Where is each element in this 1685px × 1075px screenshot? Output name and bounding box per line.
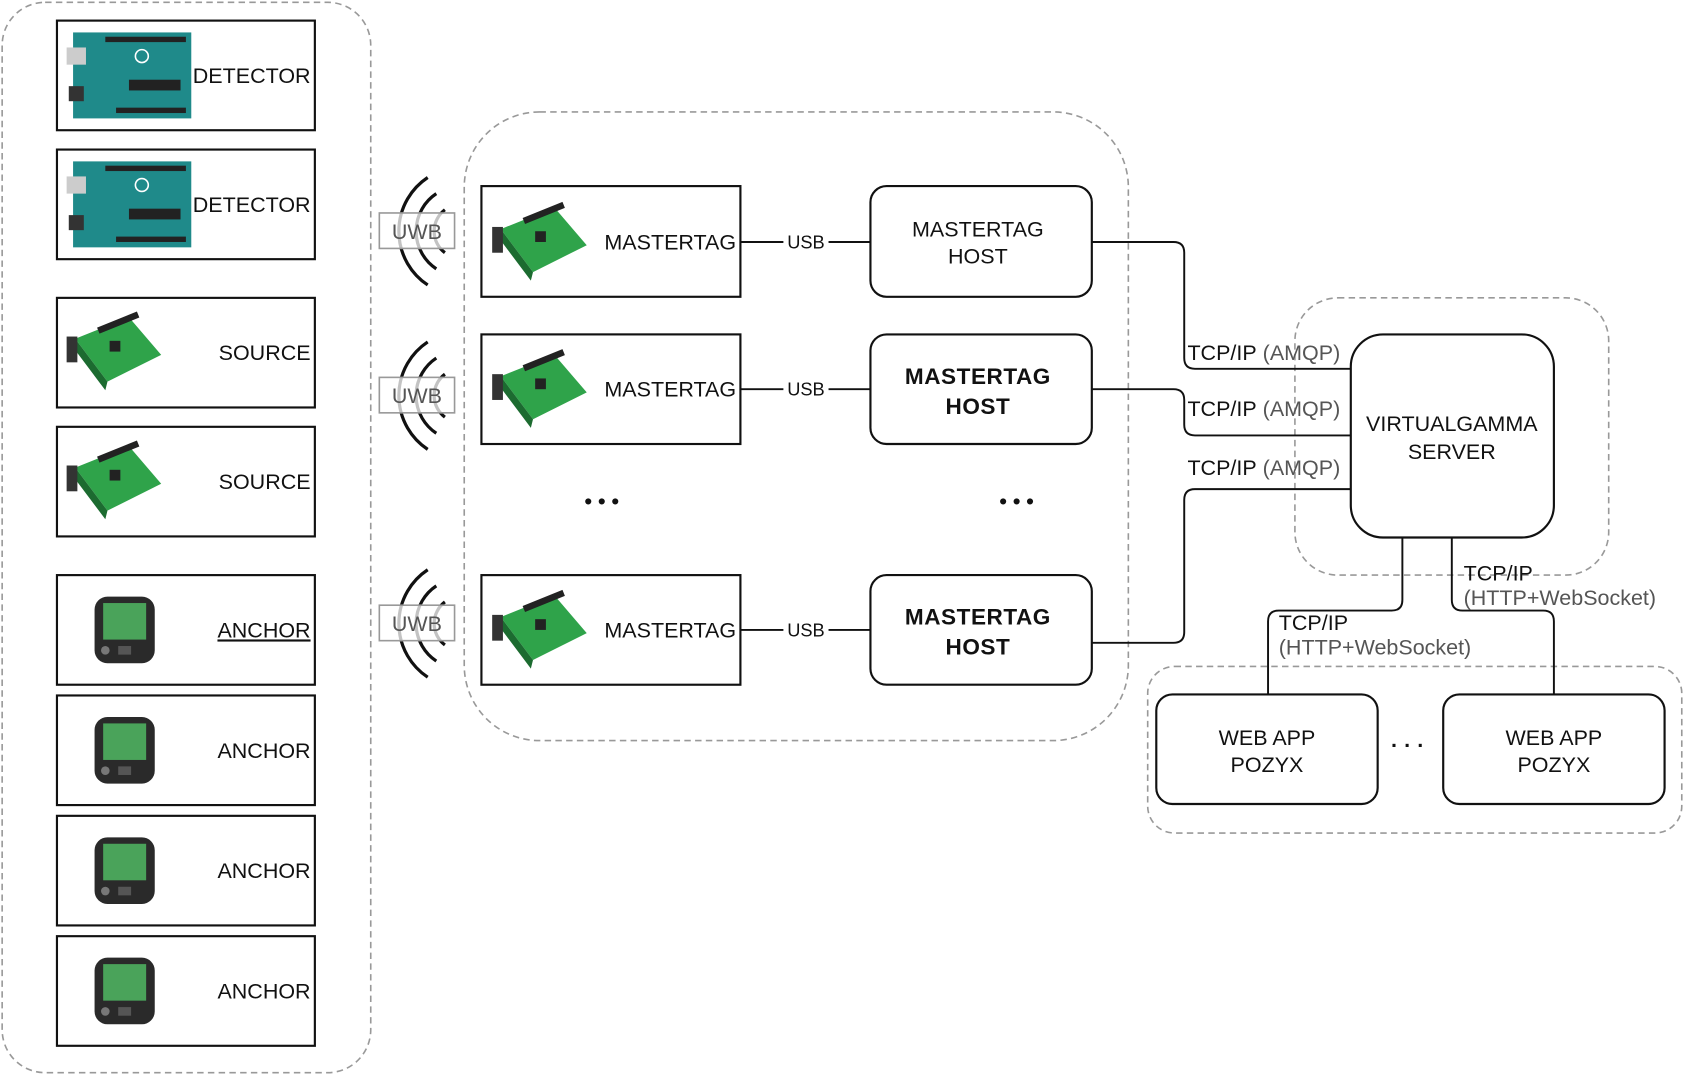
mastertag-row-0: MASTERTAG USB MASTERTAG HOST [480, 185, 1093, 298]
uwb-label: UWB [392, 612, 442, 636]
pozyx-anchor-icon [94, 596, 155, 664]
device-label: ANCHOR [217, 618, 310, 642]
host-label-line1: MASTERTAG [905, 364, 1051, 389]
mastertag-label: MASTERTAG [604, 231, 736, 255]
webapp-pozyx-box: WEB APP POZYX [1155, 693, 1379, 806]
webapp-pozyx-box: WEB APP POZYX [1442, 693, 1666, 806]
http-proto-label: TCP/IP [1279, 611, 1348, 635]
device-label: DETECTOR [193, 64, 311, 88]
http-detail-label: (HTTP+WebSocket) [1464, 586, 1656, 610]
host-label-line1: MASTERTAG [912, 218, 1044, 242]
usb-label: USB [787, 619, 825, 640]
device-box-6: ANCHOR [55, 814, 316, 927]
host-label-line2: HOST [946, 635, 1011, 660]
device-label: DETECTOR [193, 193, 311, 217]
uwb-label: UWB [392, 384, 442, 408]
mastertag-label: MASTERTAG [604, 618, 736, 642]
amqp-label: TCP/IP (AMQP) [1187, 397, 1340, 421]
uwb-link-2: UWB [378, 568, 456, 679]
ellipsis: • • • [999, 489, 1034, 513]
uwb-link-0: UWB [378, 176, 456, 287]
host-label-line1: MASTERTAG [905, 605, 1051, 630]
ellipsis: • • • [585, 489, 620, 513]
mastertag-host-box [869, 333, 1093, 446]
mastertag-label: MASTERTAG [604, 378, 736, 402]
server-label-line2: SERVER [1408, 440, 1496, 464]
device-box-4: ANCHOR [55, 574, 316, 686]
svg-text:TCP/IP (AMQP): TCP/IP (AMQP) [1187, 456, 1340, 480]
server-label-line1: VIRTUALGAMMA [1366, 412, 1538, 436]
mastertag-host-box [869, 574, 1093, 686]
arduino-board-icon [65, 31, 193, 120]
device-box-2: SOURCE [55, 296, 316, 409]
device-label: ANCHOR [217, 739, 310, 763]
device-box-3: SOURCE [55, 425, 316, 538]
webapp-label-line1: WEB APP [1506, 726, 1603, 750]
usb-label: USB [787, 231, 825, 252]
http-detail-label: (HTTP+WebSocket) [1279, 636, 1471, 660]
http-connector [1450, 537, 1555, 695]
webapp-label-line2: POZYX [1517, 753, 1590, 777]
device-label: SOURCE [219, 470, 311, 494]
amqp-label: TCP/IP (AMQP) [1187, 456, 1340, 480]
pozyx-anchor-icon [94, 957, 155, 1025]
device-box-5: ANCHOR [55, 694, 316, 807]
amqp-connector [1091, 488, 1351, 644]
webapp-group [1146, 665, 1683, 834]
device-box-0: DETECTOR [55, 19, 316, 132]
mastertag-group [463, 111, 1130, 742]
virtualgamma-server: VIRTUALGAMMA SERVER [1349, 333, 1555, 539]
amqp-connector [1091, 388, 1351, 437]
uwb-label: UWB [392, 220, 442, 244]
device-label: SOURCE [219, 341, 311, 365]
arduino-board-icon [65, 160, 193, 249]
uwb-link-1: UWB [378, 340, 456, 451]
mastertag-row-1: MASTERTAG USB MASTERTAG HOST [480, 333, 1093, 446]
http-proto-label: TCP/IP [1464, 561, 1533, 585]
svg-text:TCP/IP (AMQP): TCP/IP (AMQP) [1187, 341, 1340, 365]
host-label-line2: HOST [946, 394, 1011, 419]
webapp-label-line2: POZYX [1231, 753, 1304, 777]
usb-label: USB [787, 379, 825, 400]
amqp-connector [1091, 241, 1351, 370]
mastertag-row-2: MASTERTAG USB MASTERTAG HOST [480, 574, 1093, 686]
devices-group [1, 1, 372, 1074]
svg-text:TCP/IP (AMQP): TCP/IP (AMQP) [1187, 397, 1340, 421]
pozyx-anchor-icon [94, 716, 155, 784]
webapp-label-line1: WEB APP [1219, 726, 1316, 750]
device-label: ANCHOR [217, 859, 310, 883]
host-label-line2: HOST [948, 244, 1008, 268]
device-box-7: ANCHOR [55, 935, 316, 1047]
pozyx-anchor-icon [94, 837, 155, 904]
device-label: ANCHOR [217, 980, 310, 1004]
webapp-ellipsis: · · · [1391, 733, 1424, 757]
http-connector [1267, 537, 1404, 695]
device-box-1: DETECTOR [55, 148, 316, 261]
amqp-label: TCP/IP (AMQP) [1187, 341, 1340, 365]
